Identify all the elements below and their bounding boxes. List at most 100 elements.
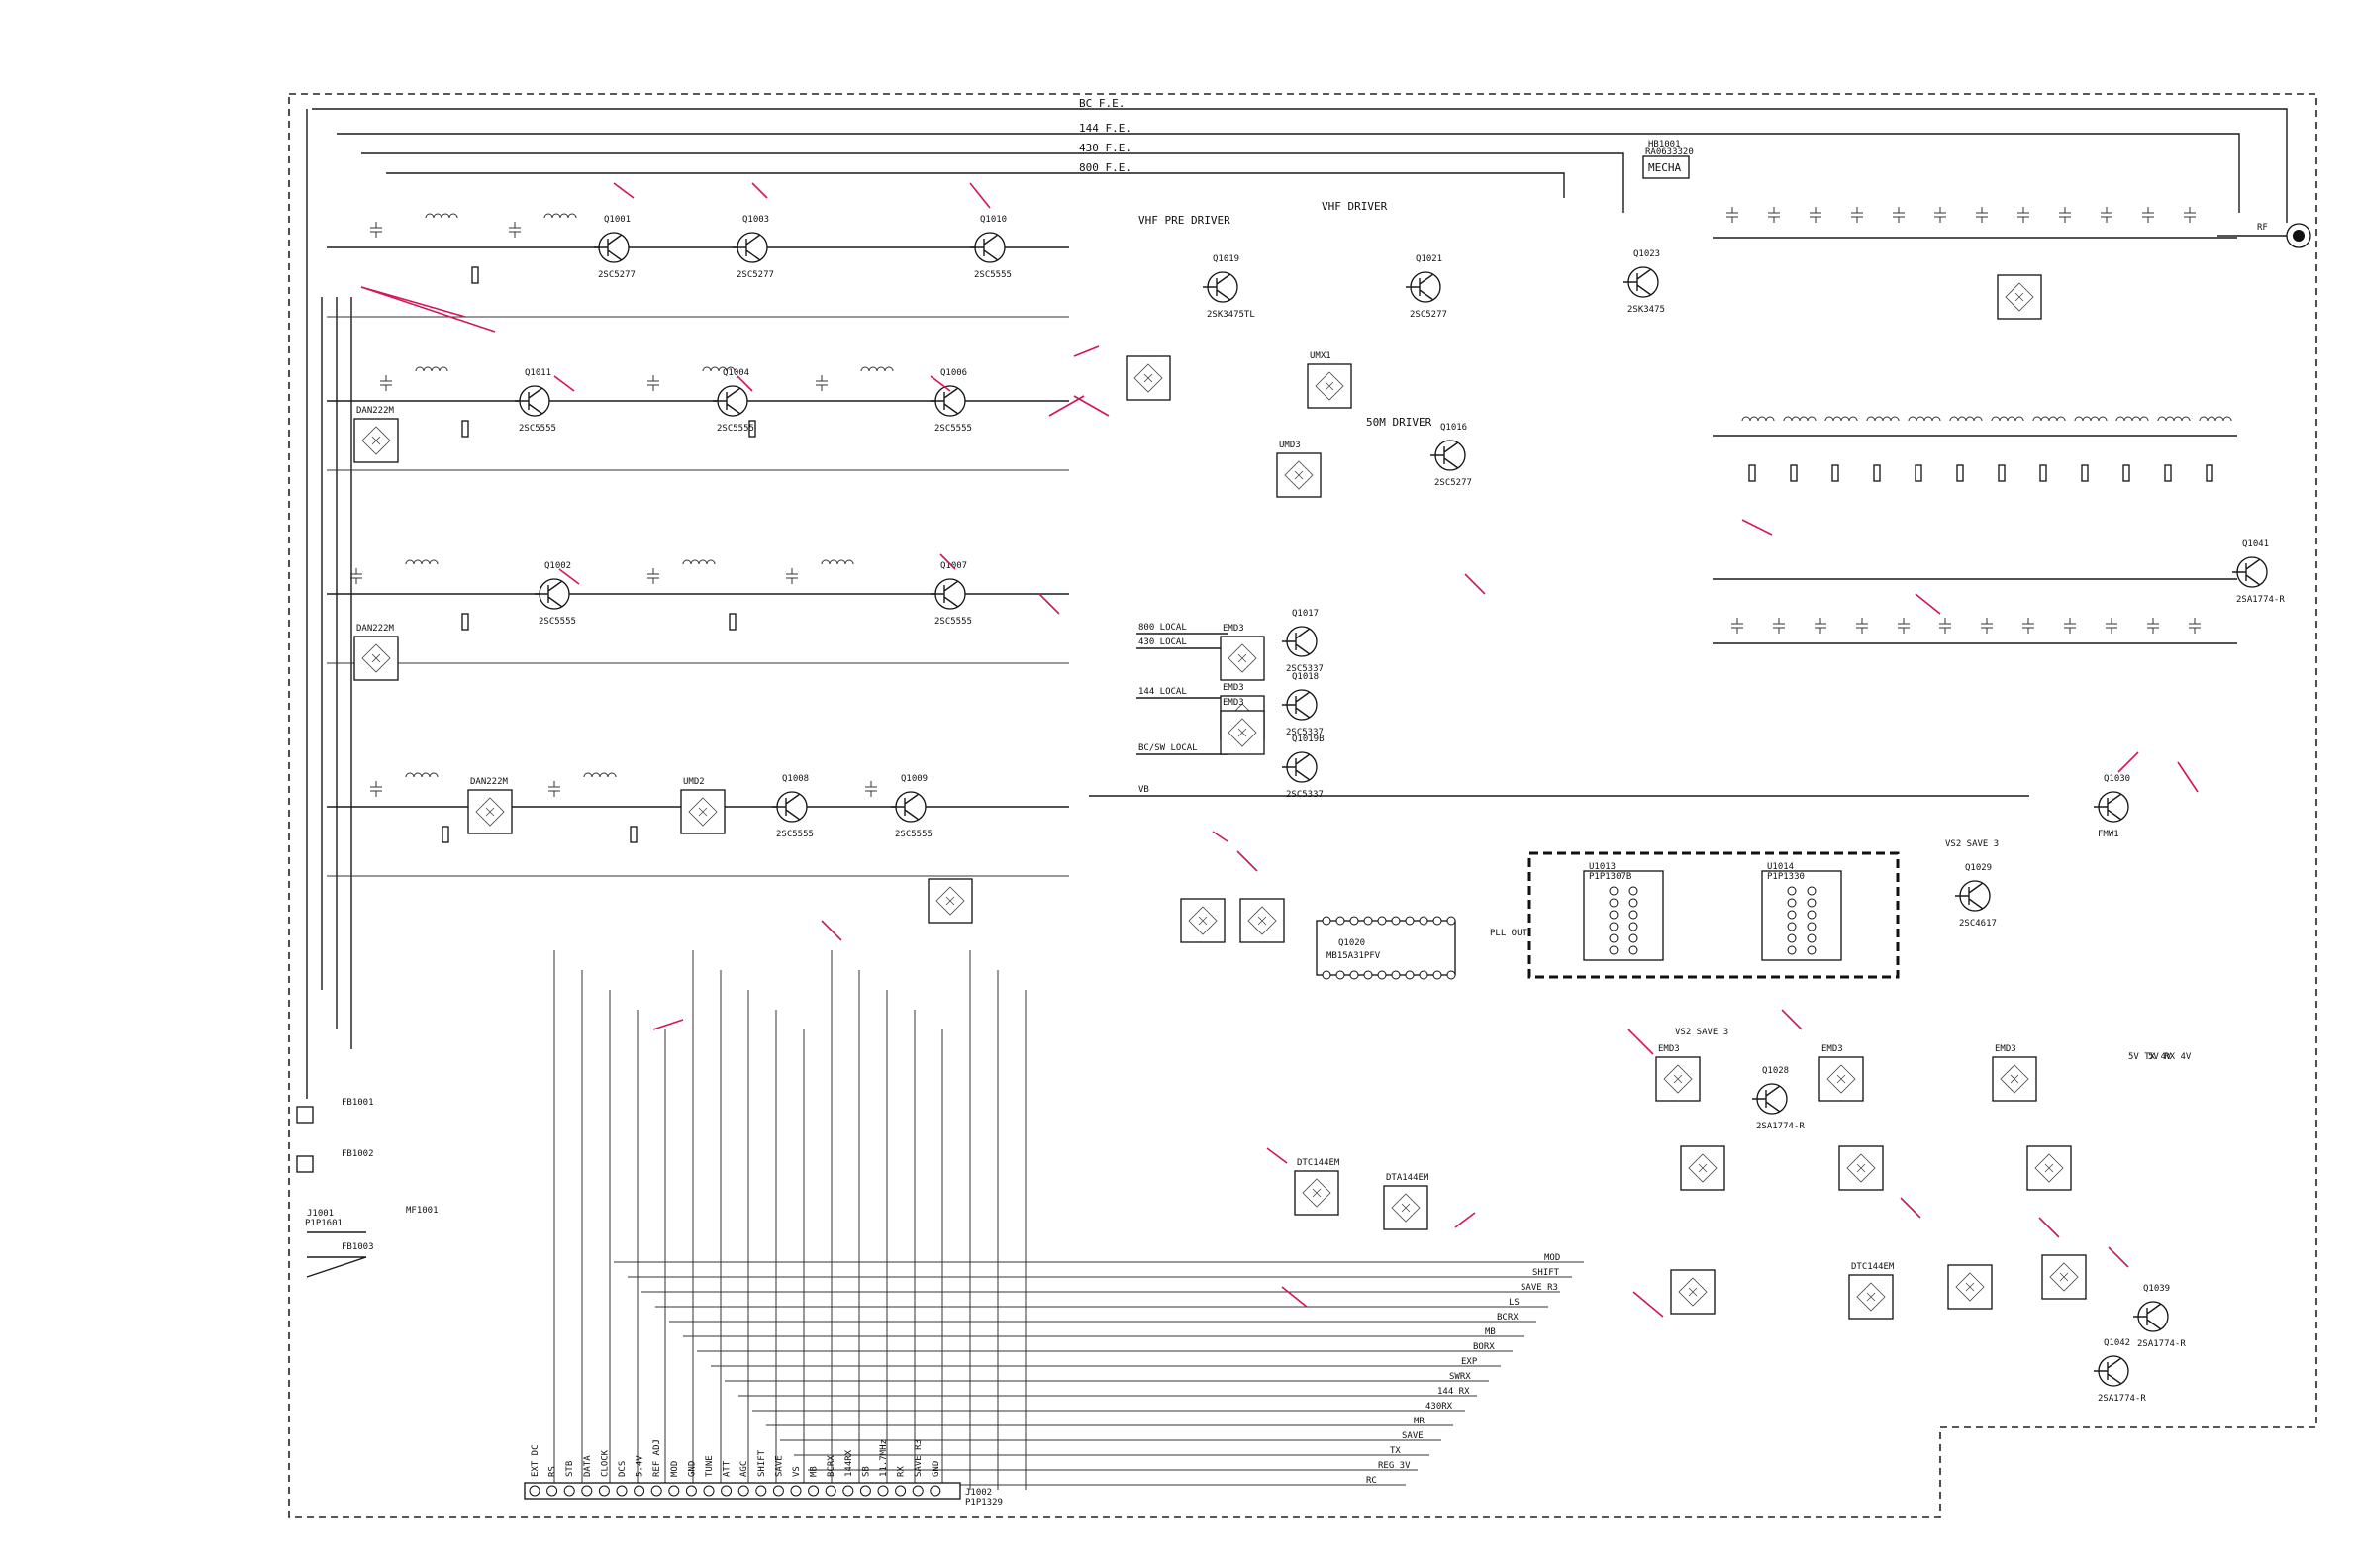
connector-pin bbox=[668, 1485, 680, 1497]
annotation-stroke bbox=[1627, 1029, 1654, 1055]
diode-array-label: DTC144EM bbox=[1851, 1262, 1895, 1272]
vhf-driver-section: VHF PRE DRIVER VHF DRIVER 50M DRIVER MEC… bbox=[1138, 140, 1694, 429]
diode-array-label: DTC144EM bbox=[1297, 1158, 1340, 1168]
diode-array-symbol: UMD3 bbox=[1276, 441, 1322, 498]
inductor-symbol bbox=[2157, 416, 2191, 422]
inductor-symbol bbox=[1908, 416, 1941, 422]
control-line-label: MR bbox=[1414, 1417, 1425, 1426]
transistor-part: FMW1 bbox=[2098, 830, 2119, 839]
diode-array-symbol: DAN222M bbox=[467, 777, 513, 834]
capacitor-symbol bbox=[786, 568, 798, 584]
annotation-stroke bbox=[930, 375, 951, 392]
connector-pin bbox=[912, 1485, 924, 1497]
capacitor-symbol bbox=[509, 222, 521, 238]
ic-pins bbox=[1322, 886, 1817, 980]
resistor-symbol bbox=[2164, 464, 2172, 482]
capacitor-symbol bbox=[370, 222, 382, 238]
connector-pin-label: VS bbox=[792, 1466, 802, 1477]
capacitor-symbol bbox=[816, 375, 828, 391]
inductor-symbol bbox=[860, 366, 894, 372]
connector-pin bbox=[634, 1485, 645, 1497]
resistor-symbol bbox=[1956, 464, 1964, 482]
connector-pin-label: 144RX bbox=[844, 1449, 854, 1477]
resistor-symbol bbox=[1748, 464, 1756, 482]
control-line-label: EXP bbox=[1461, 1357, 1478, 1367]
diode-array-symbol bbox=[928, 878, 973, 924]
svg-text:FB1002: FB1002 bbox=[342, 1149, 374, 1159]
connector-pin-label: GND bbox=[932, 1461, 941, 1477]
annotation-stroke bbox=[652, 1019, 684, 1030]
annotation-stroke bbox=[1073, 345, 1100, 357]
connector-pin bbox=[825, 1485, 836, 1497]
diode-array-symbol: EMD3 bbox=[1220, 698, 1265, 755]
capacitor-symbol bbox=[647, 568, 659, 584]
capacitor-symbol bbox=[548, 781, 560, 797]
transistor-ref: Q1021 bbox=[1416, 254, 1442, 264]
annotation-marks bbox=[360, 182, 2199, 1318]
front-end-buses: BC F.E. 144 F.E. 430 F.E. 800 F.E. bbox=[312, 97, 2288, 223]
control-line-label: MOD bbox=[1544, 1253, 1560, 1263]
diode-array-symbol: DAN222M bbox=[353, 624, 399, 681]
connector-pin-label: STB bbox=[565, 1461, 575, 1477]
annotation-stroke bbox=[553, 375, 575, 392]
svg-text:HB1001: HB1001 bbox=[1648, 140, 1681, 149]
resistor-symbol bbox=[2122, 464, 2130, 482]
annotation-stroke bbox=[1048, 395, 1085, 417]
resistor-symbol bbox=[729, 613, 737, 631]
control-line-label: LS bbox=[1509, 1298, 1520, 1308]
capacitor-symbol bbox=[2022, 618, 2034, 634]
resistor-symbol bbox=[2039, 464, 2047, 482]
diode-array-symbol bbox=[1670, 1269, 1716, 1315]
transistor-ref: Q1008 bbox=[782, 774, 809, 784]
connector-pin bbox=[772, 1485, 784, 1497]
diode-array-symbol: EMD3 bbox=[1220, 624, 1265, 681]
transistor-ref: Q1019 bbox=[1213, 254, 1239, 264]
inductor-symbol bbox=[405, 772, 439, 778]
bus-label-800: 800 F.E. bbox=[1079, 161, 1131, 174]
svg-text:MF1001: MF1001 bbox=[406, 1206, 439, 1216]
annotation-stroke bbox=[751, 182, 768, 199]
diode-array-symbol: UMX1 bbox=[1307, 351, 1352, 409]
control-line-label: BORX bbox=[1473, 1342, 1495, 1352]
control-line-label: REG 3V bbox=[1378, 1461, 1411, 1471]
inductor-symbol bbox=[425, 213, 458, 219]
transistor-part: 2SC5555 bbox=[934, 617, 972, 627]
svg-text:J1001: J1001 bbox=[307, 1209, 334, 1219]
svg-text:P1P1601: P1P1601 bbox=[305, 1219, 343, 1228]
svg-text:5V RX 4V: 5V RX 4V bbox=[2148, 1052, 2192, 1062]
svg-text:FB1001: FB1001 bbox=[342, 1098, 374, 1108]
diode-array-symbol: DTC144EM bbox=[1294, 1158, 1340, 1216]
capacitor-symbol bbox=[2106, 618, 2117, 634]
transistor-ref: Q1002 bbox=[544, 561, 571, 571]
capacitor-symbol bbox=[1939, 618, 1951, 634]
diode-array-label: EMD3 bbox=[1223, 698, 1244, 708]
inductor-symbol bbox=[702, 366, 736, 372]
inductor-symbol bbox=[405, 559, 439, 565]
inductor-symbol bbox=[682, 559, 716, 565]
annotation-stroke bbox=[1464, 573, 1486, 595]
inductor-symbol bbox=[1783, 416, 1817, 422]
transistor-part: 2SC5337 bbox=[1286, 728, 1324, 737]
diode-array-symbol bbox=[1239, 898, 1285, 943]
board-outline bbox=[288, 93, 2317, 1518]
pll-ic: Q1020 MB15A31PFV PLL OUT bbox=[1316, 920, 1528, 976]
svg-text:J1002: J1002 bbox=[965, 1488, 992, 1498]
diode-array-label: UMD3 bbox=[1279, 441, 1301, 450]
transistor-ref: Q1028 bbox=[1762, 1066, 1789, 1076]
capacitor-symbol bbox=[647, 375, 659, 391]
connector-pin-label: RS bbox=[548, 1466, 558, 1477]
transistor-part: 2SC5555 bbox=[519, 424, 556, 434]
diode-array-label: EMD3 bbox=[1658, 1044, 1680, 1054]
diode-array-symbol bbox=[1680, 1145, 1725, 1191]
bus-label-bc: BC F.E. bbox=[1079, 97, 1125, 110]
capacitor-symbol bbox=[1731, 618, 1743, 634]
resistor-symbol bbox=[2206, 464, 2213, 482]
diode-array-symbol: UMD2 bbox=[680, 777, 726, 834]
annotation-stroke bbox=[1266, 1147, 1288, 1164]
